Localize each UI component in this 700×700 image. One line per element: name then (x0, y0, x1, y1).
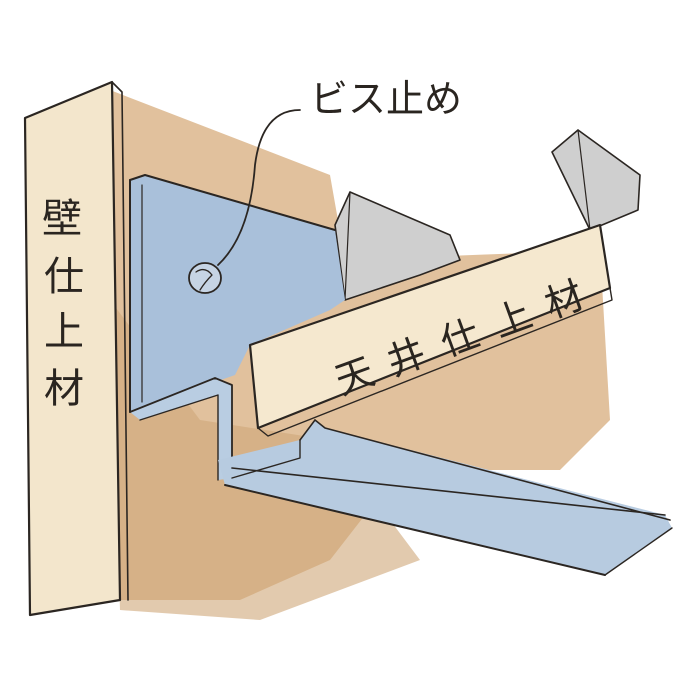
wall-finish-label: 壁 仕 上 材 (42, 196, 84, 412)
metal-clip-rear (551, 129, 641, 231)
screw-head-icon (188, 262, 222, 294)
svg-text:材: 材 (44, 366, 84, 412)
svg-text:上: 上 (44, 309, 84, 355)
metal-edge-trim (129, 174, 673, 576)
screw-label: ビス止め (310, 77, 462, 121)
ceiling-finish-board (248, 223, 613, 437)
svg-text:壁: 壁 (42, 196, 82, 242)
screw-leader-line (217, 109, 301, 266)
svg-text:仕: 仕 (44, 254, 84, 300)
wall-finish-board (23, 80, 129, 617)
